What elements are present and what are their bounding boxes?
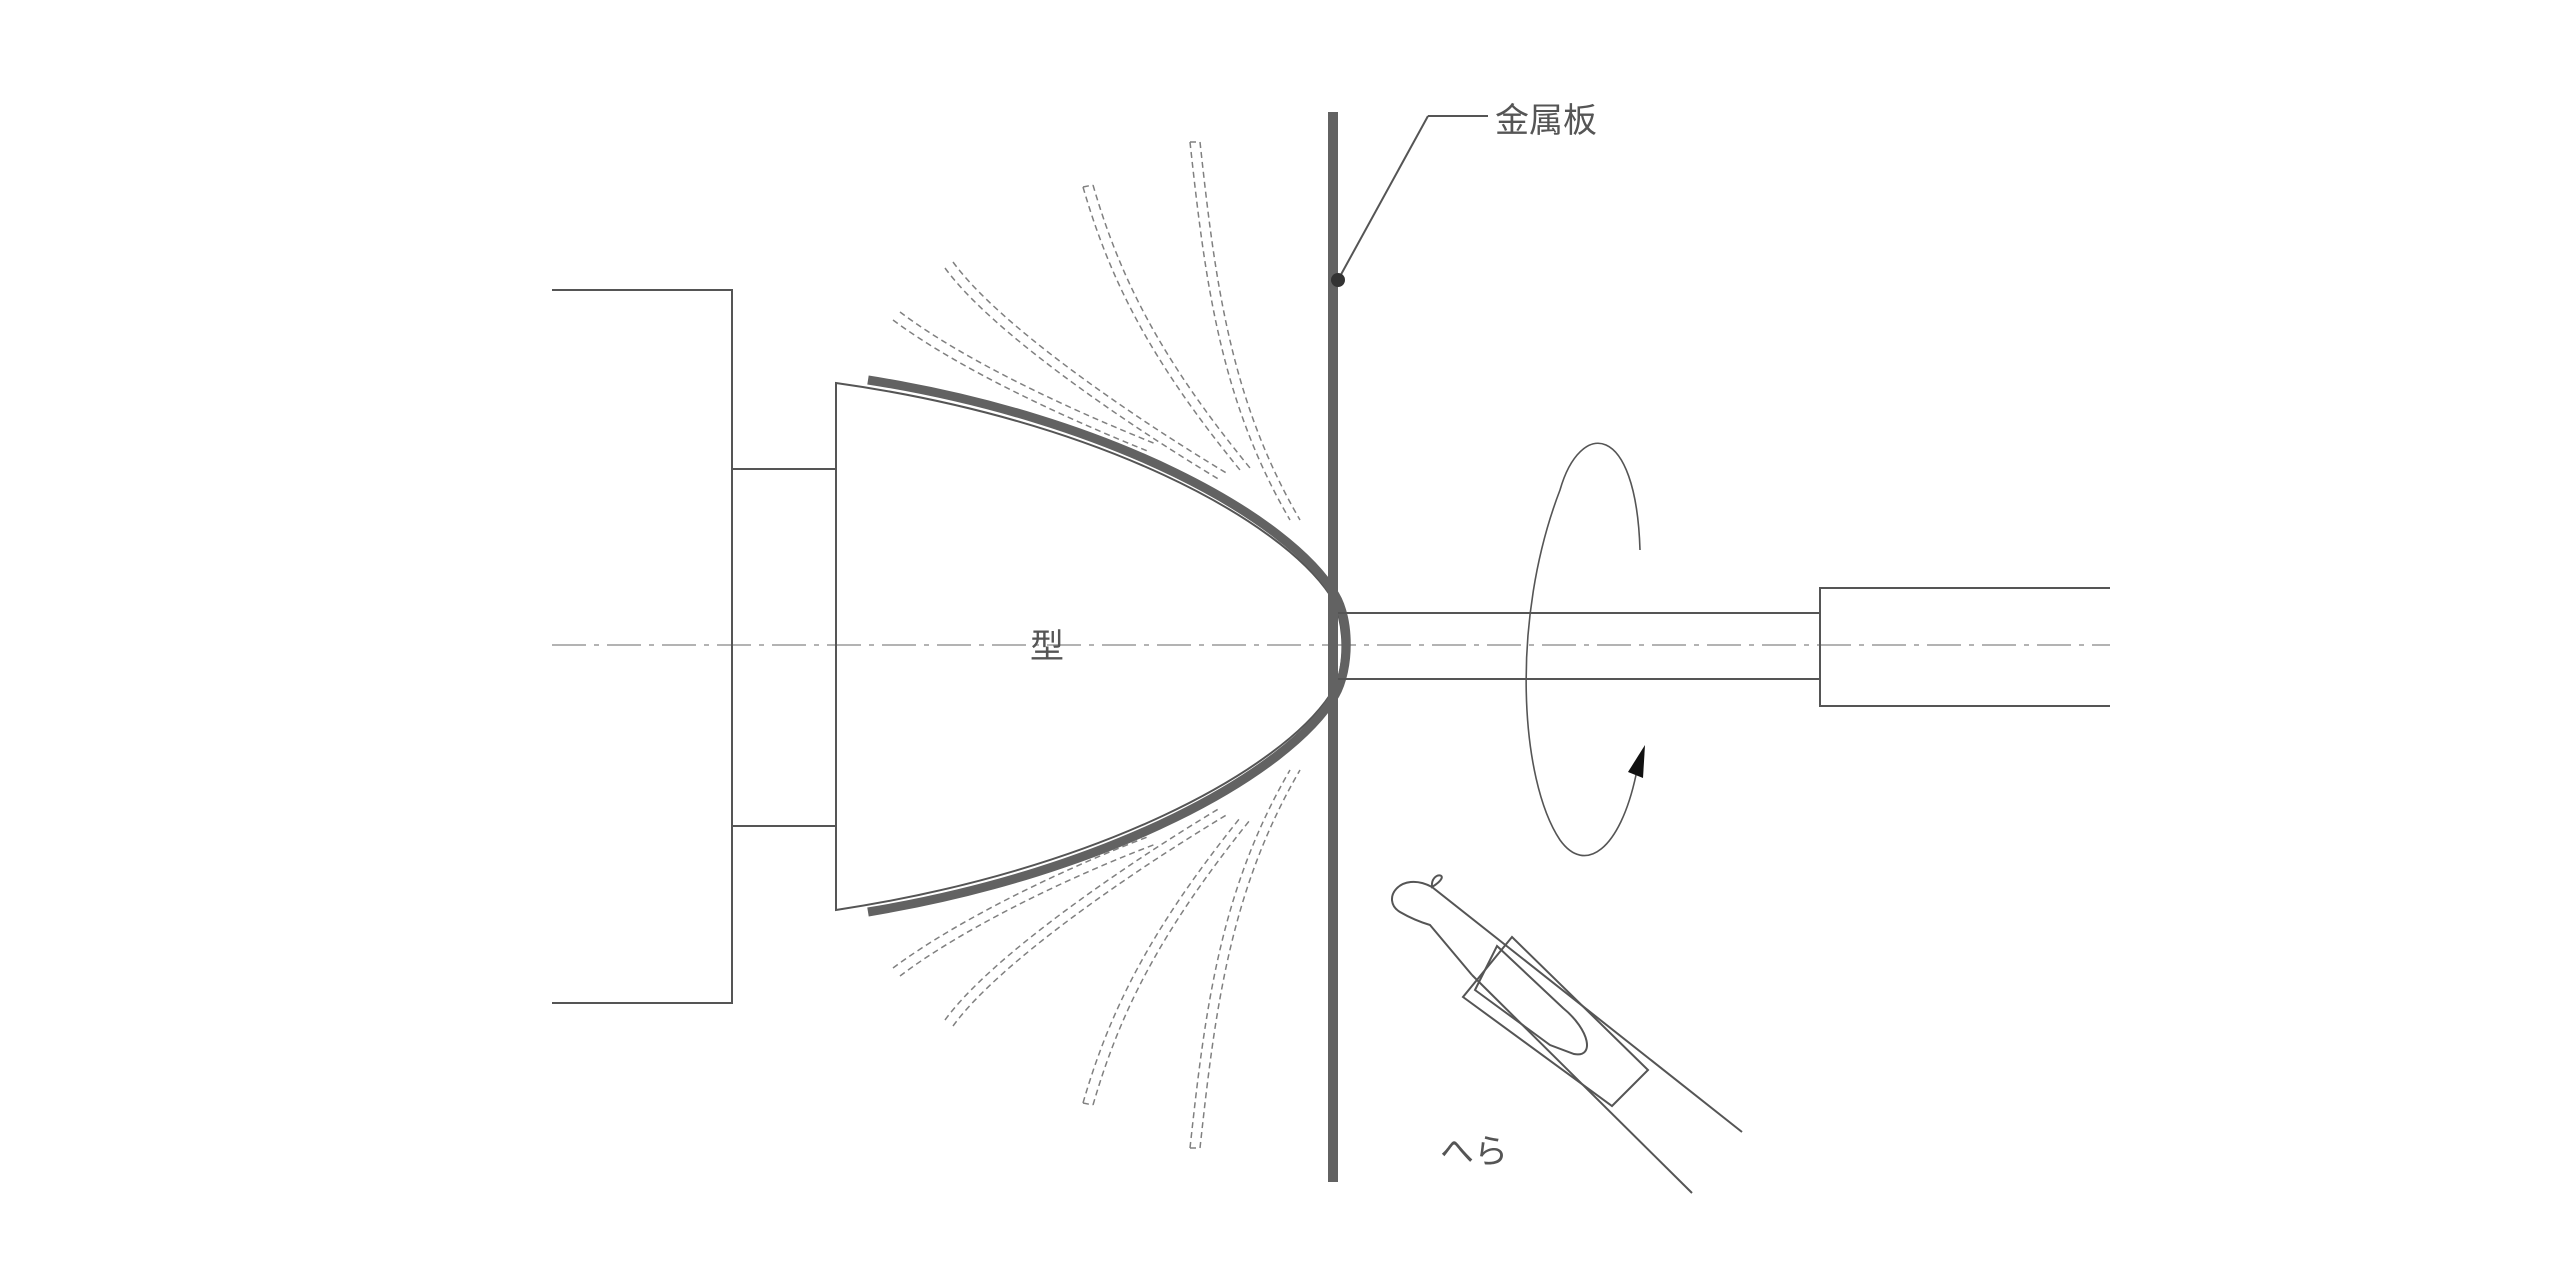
ghost-sheet-upper-4b: [1199, 141, 1301, 521]
rotation-arrow-icon: [1525, 442, 1645, 857]
spatula-nose: [1391, 880, 1473, 976]
spatula-label: へら: [1440, 1132, 1508, 1172]
metal-sheet-leader-dot: [1331, 273, 1345, 287]
ghost-sheet-lower-4: [1189, 769, 1291, 1149]
ghost-sheet-lower-1b: [899, 843, 1157, 977]
spatula-roller: [1473, 944, 1588, 1056]
headstock: [552, 289, 733, 1004]
mold: [835, 381, 1344, 912]
rotation-arrowhead: [1628, 745, 1645, 778]
ghost-sheet-lower-4b: [1199, 769, 1301, 1149]
ghost-sheet-lower-2b: [952, 813, 1229, 1027]
metal-sheet-leader-diagonal: [1337, 115, 1429, 281]
formed-sheet: [867, 375, 1351, 917]
tailstock-shaft: [1338, 612, 1821, 680]
ghost-sheet-lower-1: [892, 835, 1151, 969]
mandrel-shaft: [732, 468, 837, 827]
ghost-cap-upper-3: [1082, 184, 1094, 188]
metal-sheet-label: 金属板: [1495, 101, 1597, 141]
mold-label: 型: [1030, 627, 1064, 667]
ghost-sheet-lower-2: [944, 807, 1221, 1021]
ghost-sheet-upper-4: [1189, 141, 1291, 521]
ghost-sheet-upper-2b: [952, 261, 1229, 475]
ghost-sheet-upper-1: [892, 319, 1151, 453]
ghost-sheet-upper-2: [944, 267, 1221, 481]
tailstock-body: [1819, 587, 2110, 707]
ghost-sheet-lower-3b: [1092, 819, 1251, 1106]
ghost-sheet-upper-3b: [1092, 184, 1251, 469]
ghost-sheet-upper-1b: [899, 311, 1157, 445]
intermediate-sheet-positions: [892, 141, 1301, 1149]
spatula-tool: [1391, 874, 1743, 1194]
spatula-tip: [1430, 874, 1443, 889]
ghost-sheet-lower-3: [1082, 817, 1241, 1104]
ghost-sheet-upper-3: [1082, 186, 1241, 471]
ghost-cap-lower-3: [1082, 1102, 1094, 1106]
spatula-holder: [1461, 935, 1650, 1108]
